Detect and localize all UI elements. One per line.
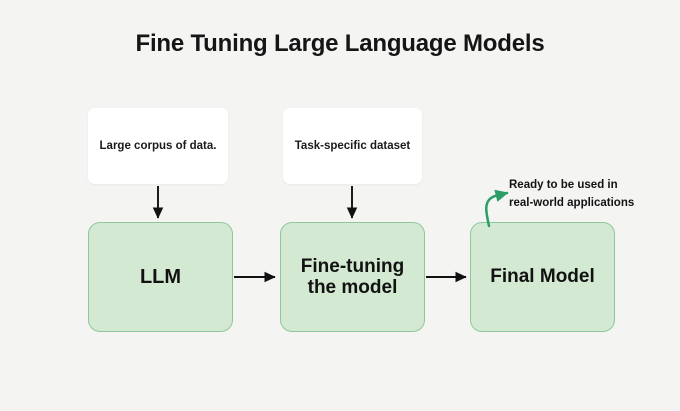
process-box-llm: LLM [88, 222, 233, 332]
callout-annotation: Ready to be used in real-world applicati… [509, 175, 669, 211]
process-box-label: LLM [139, 265, 182, 288]
input-card-label: Large corpus of data. [99, 139, 217, 152]
input-card-label: Task-specific dataset [294, 139, 411, 152]
process-box-final-model: Final Model [470, 222, 615, 332]
page-title: Fine Tuning Large Language Models [135, 30, 545, 57]
process-box-label: Final Model [490, 266, 595, 288]
callout-text: Ready to be used in real-world applicati… [509, 179, 635, 209]
process-box-label: Fine-tuning the model [300, 255, 405, 298]
process-box-fine-tuning: Fine-tuning the model [280, 222, 425, 332]
input-card-large-corpus: Large corpus of data. [88, 108, 228, 184]
input-card-task-specific: Task-specific dataset [283, 108, 422, 184]
